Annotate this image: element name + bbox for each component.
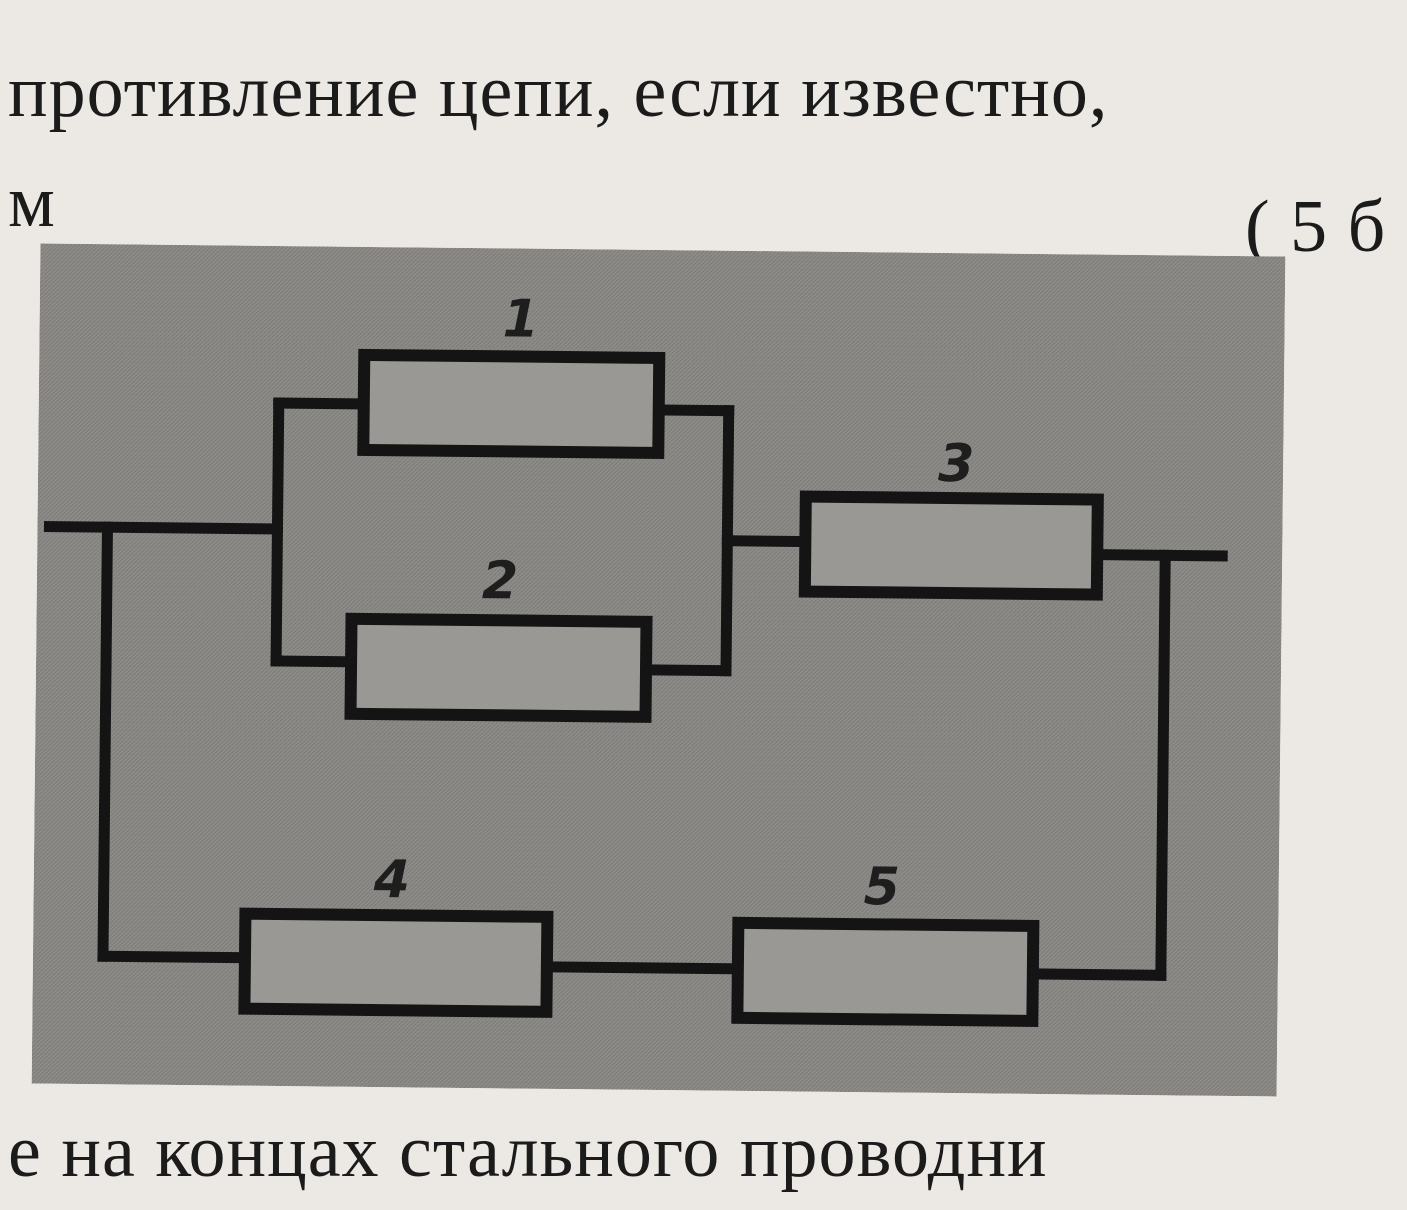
- resistor-3: [798, 490, 1104, 601]
- resistor-3-label: 3: [938, 434, 975, 494]
- resistor-2-label: 2: [482, 551, 519, 611]
- wire-right-terminal: [1091, 549, 1228, 562]
- circuit-svg: 1 2 3 4 5: [31, 243, 1286, 1097]
- wire-node-to-r3: [721, 535, 811, 548]
- resistor-5-label: 5: [863, 857, 900, 917]
- wire-left-drop: [97, 521, 114, 962]
- wire-left-terminal: [43, 521, 284, 535]
- wire-from-r1: [653, 404, 735, 417]
- next-question-text-line: е на концах стального проводни: [8, 1111, 1048, 1193]
- circuit-wires: [43, 397, 1228, 981]
- wire-left-node-vertical: [270, 397, 285, 667]
- resistors: [238, 348, 1104, 1027]
- wire-to-r1: [273, 397, 370, 410]
- resistor-4: [238, 907, 554, 1018]
- wire-to-r2: [270, 655, 357, 668]
- wire-bottom-to-r4: [97, 950, 251, 964]
- resistor-4-label: 4: [372, 850, 410, 910]
- resistor-1-label: 1: [502, 289, 539, 349]
- circuit-diagram: 1 2 3 4 5: [31, 243, 1286, 1097]
- wire-right-rise: [1155, 549, 1171, 981]
- resistor-1: [357, 348, 666, 460]
- wire-r5-to-right: [1027, 968, 1167, 981]
- resistor-5: [731, 916, 1040, 1027]
- unit-text-fragment: м: [8, 161, 56, 243]
- question-text-line: противление цепи, если известно,: [8, 51, 1109, 133]
- resistor-2: [344, 612, 653, 723]
- wire-from-r2: [640, 664, 732, 677]
- score-text-fragment: ( 5 б: [1245, 186, 1387, 268]
- wire-r4-to-r5: [541, 961, 744, 975]
